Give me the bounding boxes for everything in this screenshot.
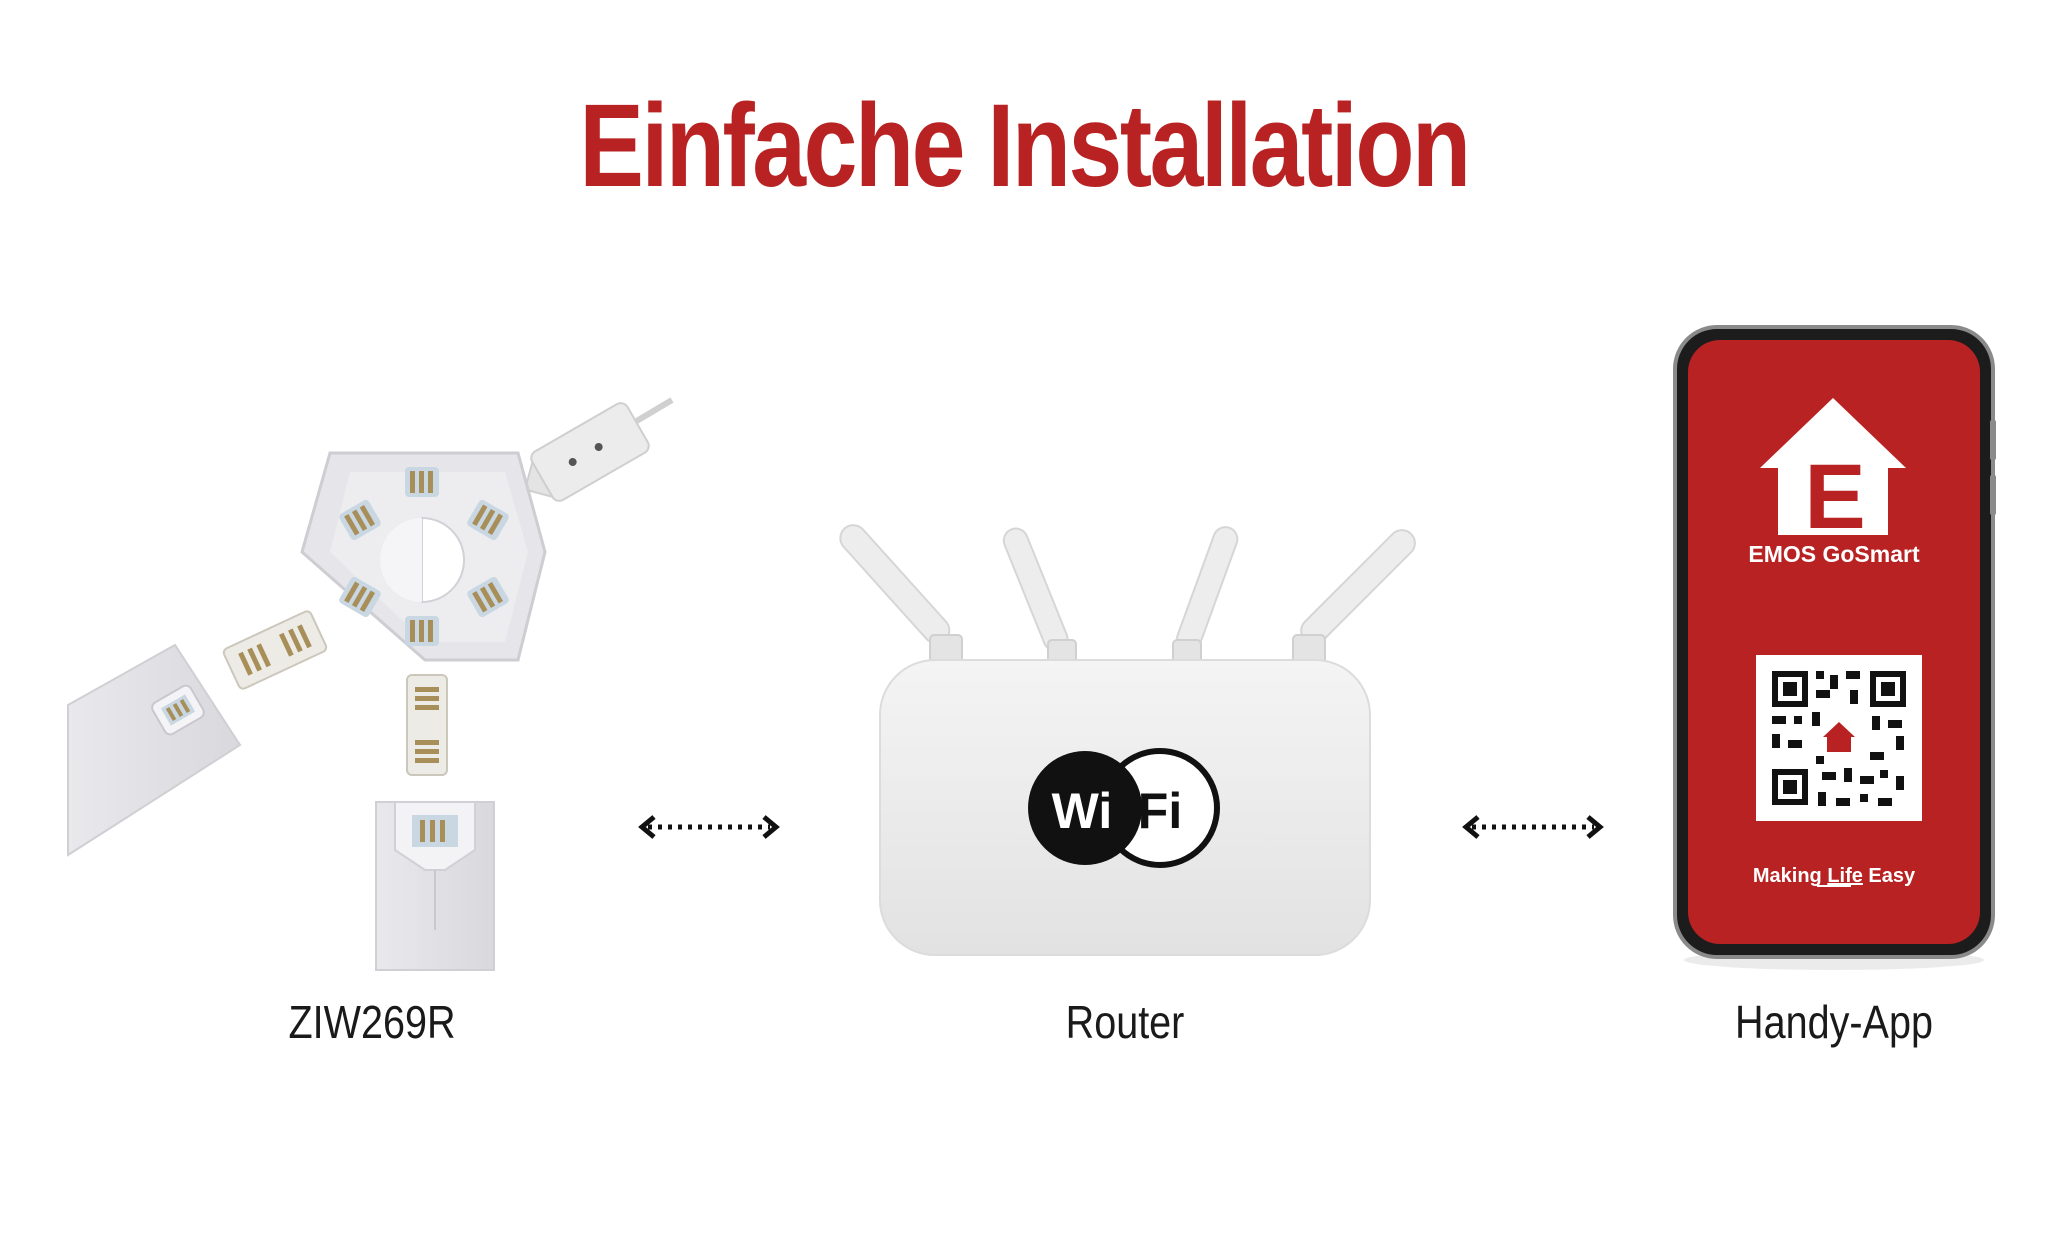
hexagon-contacts	[339, 467, 509, 646]
power-cable	[628, 397, 674, 428]
light-label: ZIW269R	[288, 996, 456, 1048]
logo-letter: E	[1804, 446, 1865, 548]
light-strip-bottom	[375, 801, 495, 971]
wifi-logo-right: Fi	[1138, 783, 1182, 839]
qr-code-icon	[1756, 655, 1922, 821]
power-plug-icon	[523, 402, 650, 502]
double-arrow-icon	[1462, 815, 1604, 839]
router-illustration: Wi Fi	[839, 524, 1416, 956]
hexagon-light-illustration	[67, 397, 674, 971]
emos-house-logo-icon: E	[1760, 398, 1906, 548]
double-arrow-icon	[638, 815, 780, 839]
wifi-logo-left: Wi	[1052, 783, 1113, 839]
app-slogan: Making Life Easy	[1753, 865, 1916, 887]
connector-piece-bottom	[406, 674, 448, 776]
router-label: Router	[1065, 996, 1185, 1048]
app-name: EMOS GoSmart	[1748, 541, 1920, 567]
connector-piece-left	[222, 610, 328, 690]
hexagon-center	[421, 516, 465, 604]
page-title: Einfache Installation	[579, 80, 1471, 212]
slogan-highlight: Life	[1827, 865, 1863, 887]
light-strip-left	[67, 643, 242, 857]
wifi-logo-icon: Wi Fi	[1028, 748, 1220, 868]
phone-label: Handy-App	[1735, 996, 1933, 1048]
phone-illustration: E EMOS GoSmart Making	[1673, 325, 1996, 970]
